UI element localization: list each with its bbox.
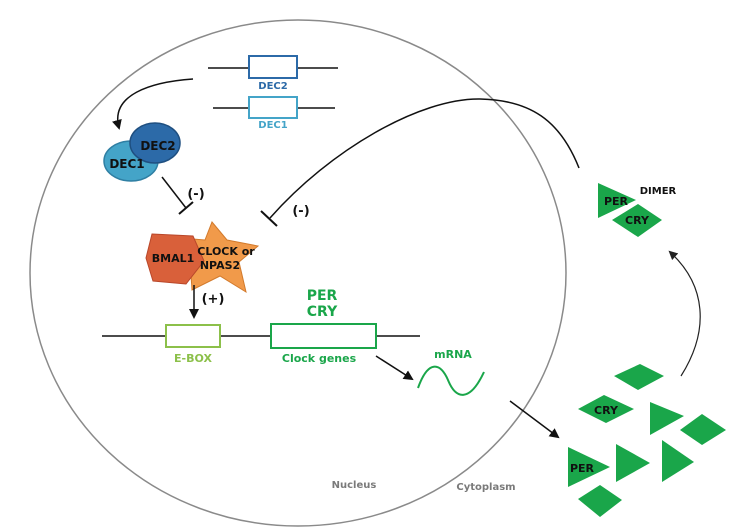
dimerization-arrow (668, 250, 701, 377)
ebox-label: E-BOX (174, 352, 212, 365)
bmal1-clock-complex: BMAL1 CLOCK or NPAS2 (145, 221, 260, 294)
cytoplasm-label: Cytoplasm (456, 482, 515, 493)
dimer-feedback-inhibition: (-) (260, 98, 580, 227)
dimer-per (598, 183, 636, 218)
dec1-protein-label: DEC1 (109, 157, 144, 171)
dec-protein-complex: DEC2 DEC1 (103, 122, 181, 182)
activation: (+) (189, 285, 225, 319)
translation-arrow (112, 78, 194, 130)
per-protein (568, 447, 610, 487)
mrna: mRNA (417, 348, 485, 396)
dec-inhibition-label: (-) (187, 187, 204, 202)
ebox-element (165, 324, 221, 348)
diamond-protein-2 (680, 414, 726, 445)
clock-label-line1: CLOCK or (197, 245, 255, 258)
dimer-title: DIMER (640, 186, 677, 197)
transcription-arrow (375, 355, 414, 381)
dec1-gene: DEC1 (213, 96, 335, 131)
clock-genes-box (270, 323, 377, 349)
nucleus-label: Nucleus (332, 480, 377, 491)
dec2-protein (129, 122, 181, 164)
dec1-gene-label: DEC1 (258, 120, 287, 131)
bmal1-label: BMAL1 (152, 252, 195, 265)
triangle-protein-1 (650, 402, 684, 435)
dna-strand: E-BOX Clock genes PER CRY (102, 288, 420, 365)
clock-genes-label: Clock genes (282, 352, 357, 365)
per-gene-label: PER (307, 288, 338, 304)
bmal1-protein (145, 233, 205, 285)
clock-label-line2: NPAS2 (200, 259, 240, 272)
diamond-protein-1 (614, 364, 664, 390)
dimer-cry-label: CRY (625, 214, 650, 227)
cry-protein (578, 395, 634, 423)
dec-inhibition: (-) (161, 176, 205, 215)
triangle-protein-3 (662, 440, 694, 482)
triangle-protein-2 (616, 444, 650, 482)
dimer-per-label: PER (604, 195, 629, 208)
dec2-protein-label: DEC2 (140, 139, 175, 153)
cytoplasm-cry-label: CRY (594, 404, 619, 417)
diamond-protein-3 (578, 485, 622, 517)
dimer-cry (612, 204, 662, 237)
export-arrow (509, 400, 560, 439)
cytoplasm-per-label: PER (570, 462, 595, 475)
per-cry-dimer: PER CRY DIMER (598, 183, 677, 237)
mrna-wave (417, 365, 485, 396)
mrna-label: mRNA (434, 348, 472, 361)
cry-gene-label: CRY (307, 304, 338, 320)
nucleus-membrane (29, 19, 567, 527)
dimer-inhibition-label: (-) (292, 204, 309, 219)
dec2-gene-label: DEC2 (258, 81, 287, 92)
cytoplasm-proteins: CRY PER (568, 364, 726, 517)
activation-label: (+) (202, 292, 225, 307)
dec2-gene: DEC2 (208, 55, 338, 92)
